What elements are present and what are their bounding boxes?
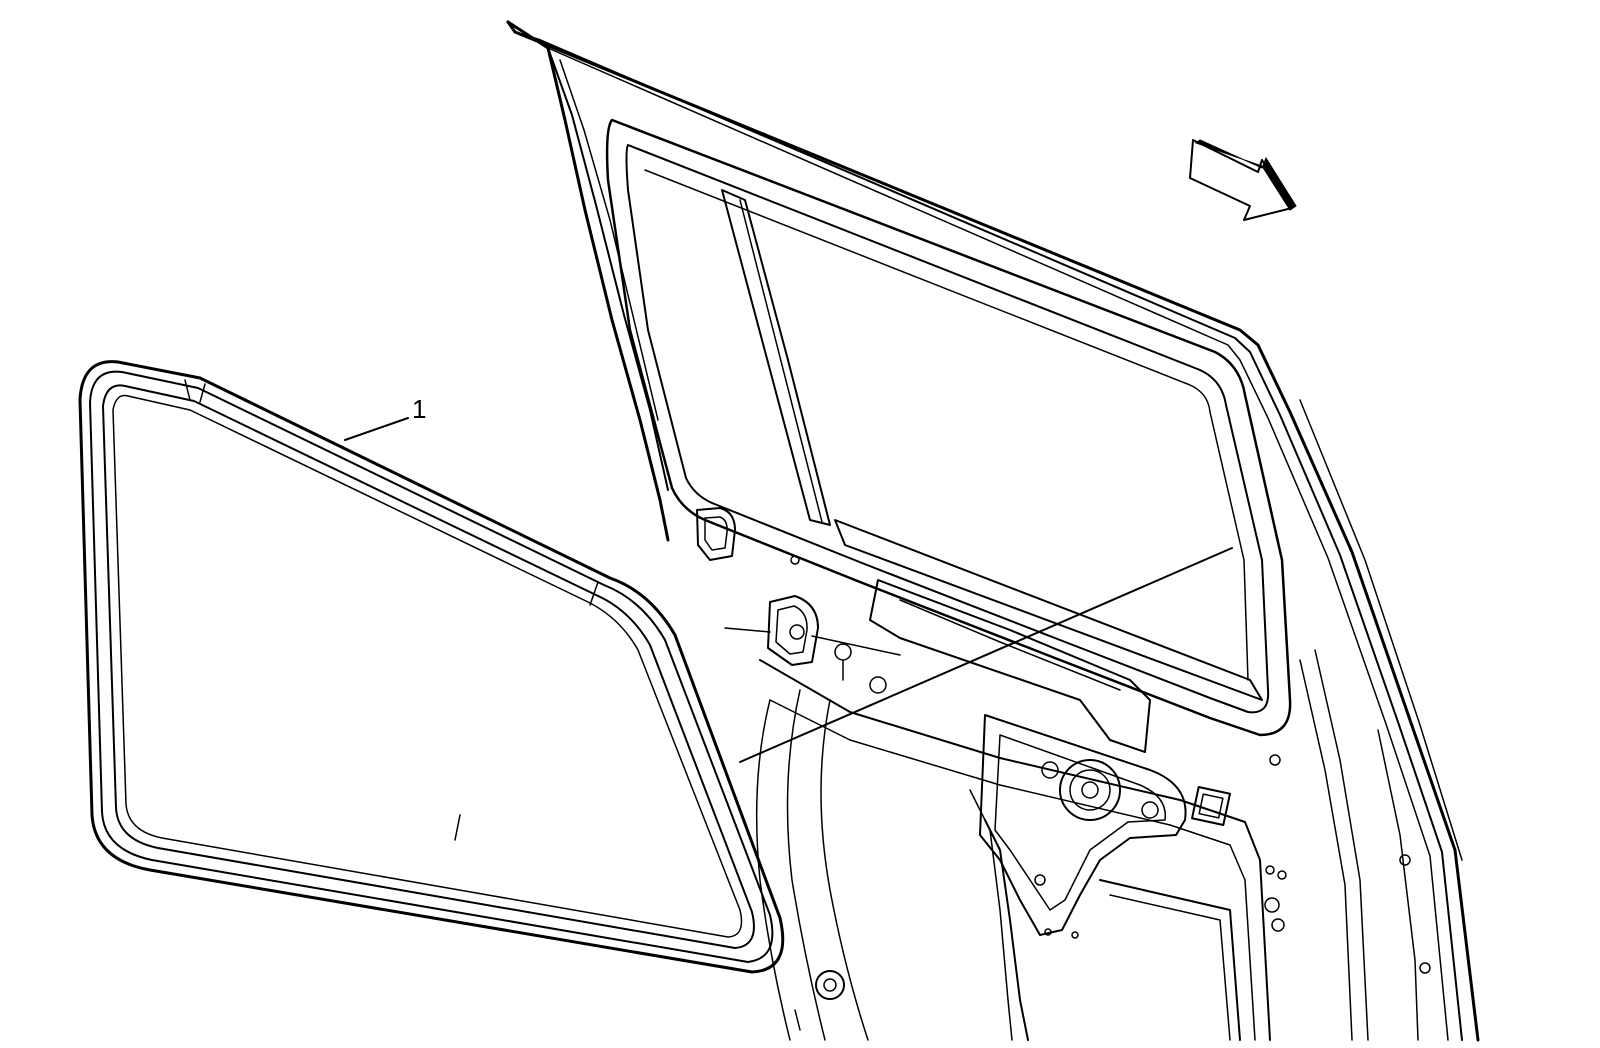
installation-guide-line (739, 547, 1233, 763)
callout-1-leader-line (344, 417, 409, 441)
window-weatherstrip (78, 360, 785, 974)
leader-line-retainer (724, 627, 771, 633)
leader-line-clip (811, 635, 901, 656)
callout-1-label: 1 (412, 394, 426, 424)
rear-door-panel (506, 20, 1480, 1042)
view-direction-arrow-icon (1189, 139, 1297, 221)
